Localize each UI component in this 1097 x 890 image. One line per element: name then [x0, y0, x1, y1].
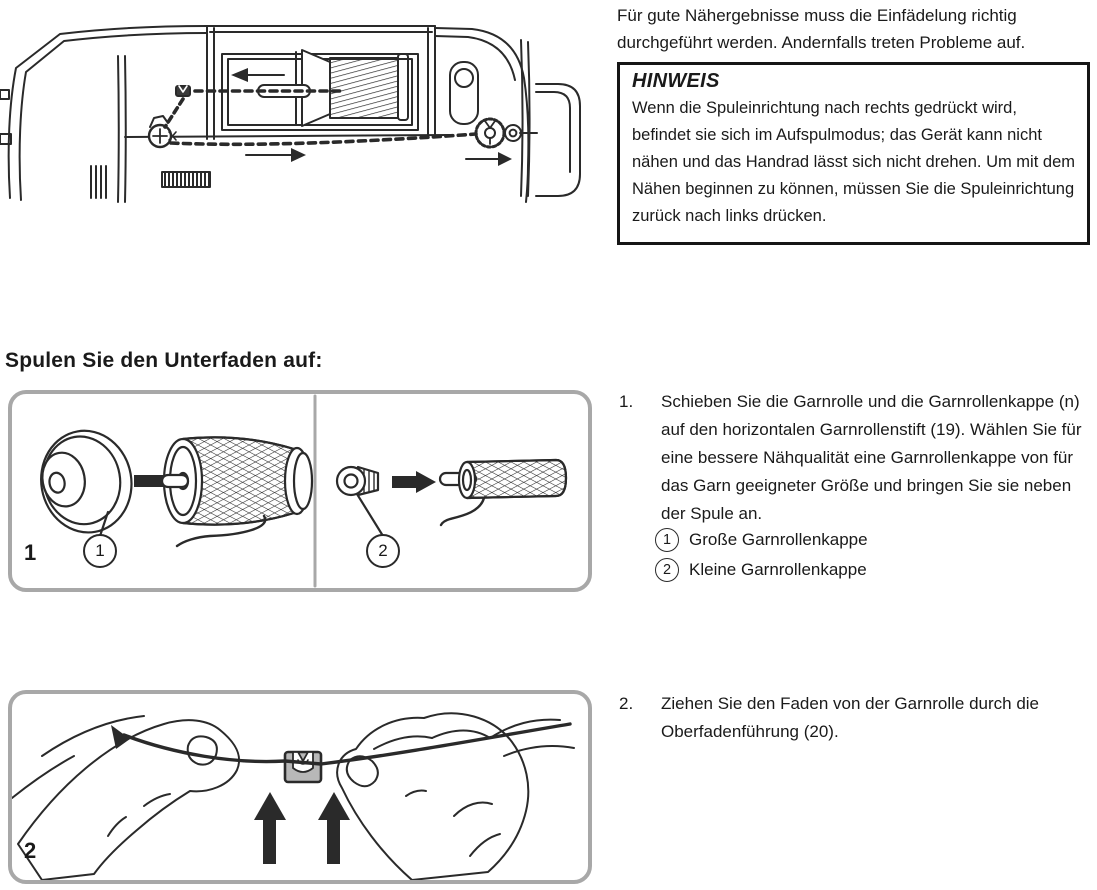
section-heading: Spulen Sie den Unterfaden auf:	[5, 349, 323, 372]
legend-badge-1: 1	[655, 528, 679, 552]
legend-label-1: Große Garnrollenkappe	[689, 530, 868, 549]
intro-paragraph: Für gute Nähergebnisse muss die Einfädel…	[617, 6, 1026, 52]
arrow-right-winder-icon	[465, 152, 512, 166]
thread-tail	[175, 514, 267, 548]
step-2-text: Ziehen Sie den Faden von der Garnrolle d…	[661, 694, 1040, 741]
thread-path-dashed	[163, 89, 478, 147]
vent-grille-left	[90, 165, 107, 199]
hand-right	[336, 712, 575, 880]
tension-guide	[147, 115, 177, 149]
figure-2-label: 2	[24, 838, 37, 863]
carry-handle-slot	[449, 61, 479, 125]
upper-thread-guide	[175, 85, 191, 97]
large-spool-cap	[40, 429, 133, 534]
note-title: HINWEIS	[632, 70, 720, 92]
machine-top-view-illustration	[0, 25, 581, 203]
legend-item-small-cap: 2 Kleine Garnrollenkappe	[655, 558, 867, 582]
note-body: Wenn die Spuleinrichtung nach rechts ged…	[632, 99, 1075, 225]
arrow-right-icon	[392, 471, 436, 493]
spool-pin	[160, 473, 190, 489]
callout-leader-2	[355, 492, 385, 538]
callout-badge-large-cap: 1	[83, 534, 117, 568]
legend-badge-2: 2	[655, 558, 679, 582]
arrowhead-icon	[111, 725, 130, 749]
thread-line	[111, 722, 572, 766]
machine-body-outline	[0, 25, 581, 203]
arrow-right-mid-icon	[245, 148, 306, 162]
step-1-text: Schieben Sie die Garnrolle und die Garnr…	[661, 392, 1082, 523]
callout-leader-1	[98, 510, 110, 538]
vent-grille-center	[161, 171, 211, 188]
bobbin-winder	[474, 117, 522, 149]
thread-tail	[439, 496, 486, 527]
up-arrow-right-icon	[318, 792, 350, 864]
legend-item-large-cap: 1 Große Garnrollenkappe	[655, 528, 868, 552]
legend-label-2: Kleine Garnrollenkappe	[689, 560, 867, 579]
step-2-number: 2.	[619, 694, 634, 713]
figure-2-illustration	[12, 712, 575, 880]
large-thread-spool	[162, 436, 314, 548]
thread-guide	[283, 750, 323, 784]
spool-on-pin	[257, 49, 409, 127]
figure-2-box	[8, 690, 592, 884]
narrow-thread-spool	[438, 458, 568, 527]
up-arrow-left-icon	[254, 792, 286, 864]
step-1: 1. Schieben Sie die Garnrolle und die Ga…	[619, 388, 1091, 528]
note-box: HINWEIS Wenn die Spuleinrichtung nach re…	[617, 62, 1090, 245]
arrow-left-icon	[231, 68, 285, 82]
step-2: 2. Ziehen Sie den Faden von der Garnroll…	[619, 690, 1091, 746]
small-spool-cap	[335, 465, 380, 497]
callout-badge-small-cap: 2	[366, 534, 400, 568]
figure-1-label: 1	[24, 540, 37, 565]
step-1-number: 1.	[619, 392, 634, 411]
figure-1-illustration	[40, 394, 568, 588]
